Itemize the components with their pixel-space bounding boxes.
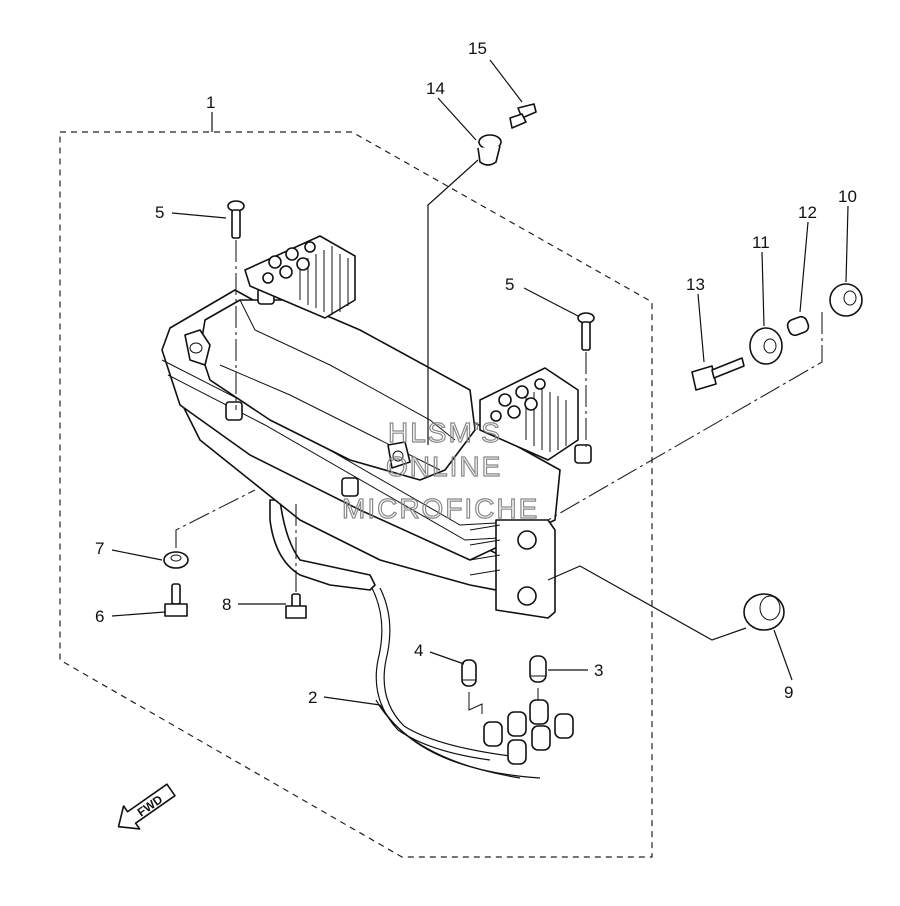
callout-4: 4 [414, 641, 423, 660]
bulb-4-leader [468, 692, 483, 714]
bulb-4 [461, 659, 477, 687]
callout-3: 3 [594, 661, 603, 680]
grommet-11 [749, 327, 783, 365]
callout-14: 14 [426, 79, 445, 98]
grommet-9 [743, 593, 785, 631]
callout-1: 1 [206, 93, 215, 112]
bulb-3 [529, 655, 547, 683]
heatsink-left [244, 235, 356, 319]
callout-12: 12 [798, 203, 817, 222]
fwd-arrow-icon: FWD [117, 783, 176, 830]
callout-5-left: 5 [155, 203, 164, 222]
callout-8: 8 [222, 595, 231, 614]
callout-13: 13 [686, 275, 705, 294]
callout-6: 6 [95, 607, 104, 626]
meter-housing [161, 287, 592, 619]
grommet-7-axis [175, 489, 256, 548]
callout-7: 7 [95, 539, 104, 558]
watermark-line-1: HLSM'S [388, 417, 502, 448]
wire-harness [371, 587, 574, 779]
screw-15 [509, 103, 537, 129]
collar-12 [786, 315, 810, 337]
bolt-8 [285, 593, 307, 619]
callout-11: 11 [752, 233, 770, 252]
callout-5-right: 5 [505, 275, 514, 294]
collar-14 [477, 134, 502, 166]
watermark: HLSM'S ONLINE MICROFICHE [341, 416, 539, 524]
callout-labels: 1 2 3 4 5 5 6 7 8 9 10 11 12 13 14 15 [95, 39, 857, 707]
heatsink-right [479, 367, 579, 461]
bolt-6 [164, 583, 188, 617]
leader-lines [111, 59, 849, 706]
mount-axis-upper [547, 312, 823, 521]
screw-5-right [577, 312, 595, 351]
callout-9: 9 [784, 683, 793, 702]
washer-10 [829, 283, 863, 317]
callout-10: 10 [838, 187, 857, 206]
grommet-7 [163, 551, 189, 569]
collar-14-leader [427, 159, 479, 445]
bulb-socket-group [483, 699, 574, 765]
bolt-13 [691, 357, 745, 391]
callout-15: 15 [468, 39, 487, 58]
callout-2: 2 [308, 688, 317, 707]
watermark-line-3: MICROFICHE [342, 493, 539, 524]
watermark-line-2: ONLINE [386, 451, 502, 482]
assembly-boundary [59, 131, 653, 858]
grommet-9-leader [547, 565, 747, 641]
screw-5-left [227, 200, 245, 239]
